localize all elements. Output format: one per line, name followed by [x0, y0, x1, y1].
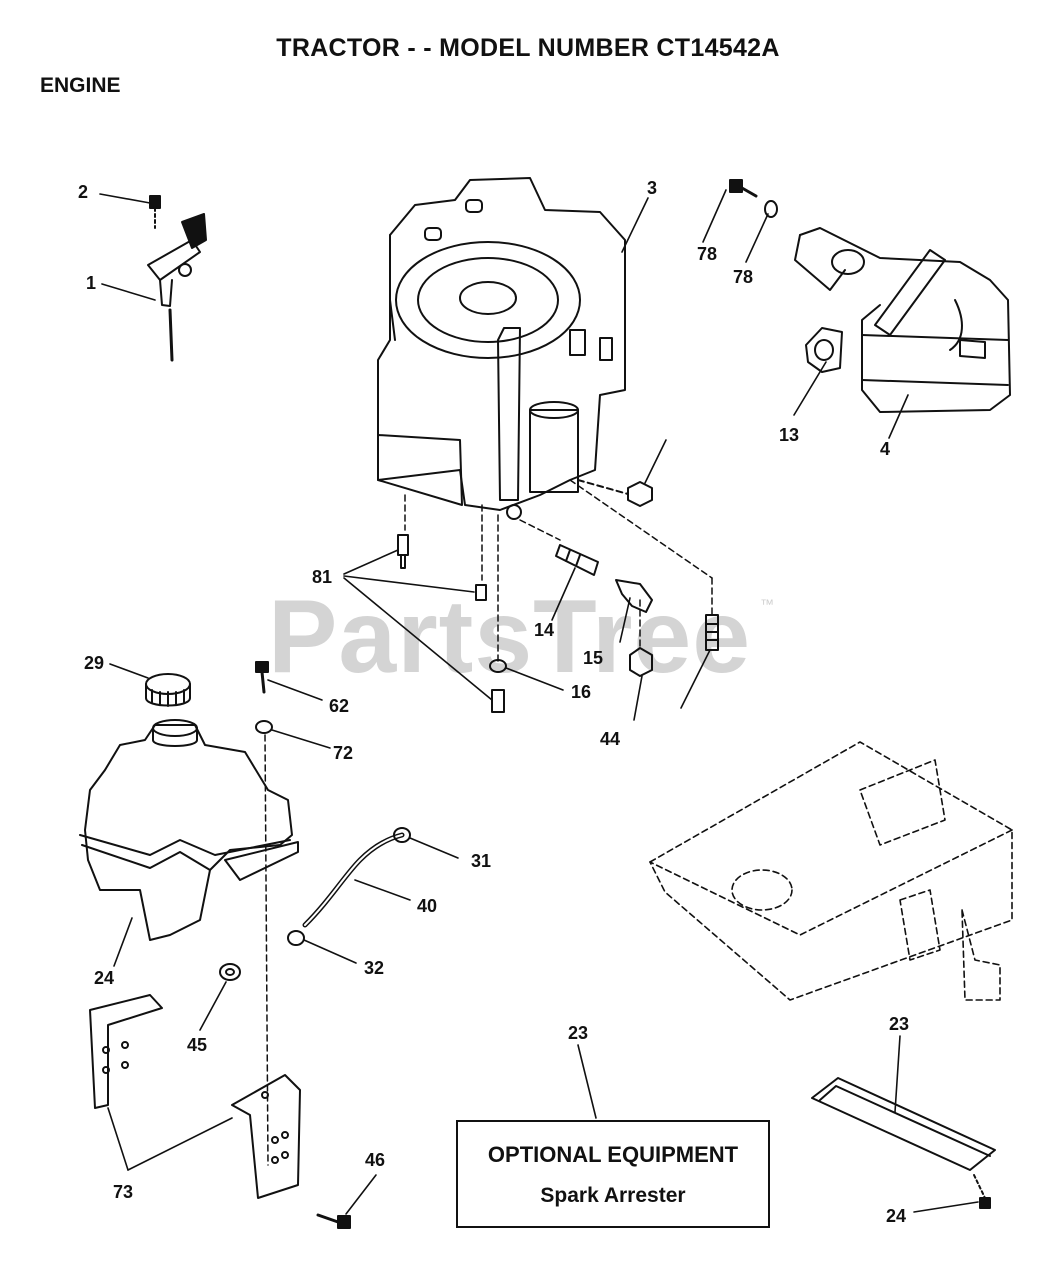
- bolt-78-part: [397, 534, 719, 713]
- chassis-frame: [649, 741, 1013, 1001]
- bolt-44-part: [316, 1213, 351, 1229]
- callout-16: 16: [570, 682, 592, 702]
- callout-38: 44: [599, 729, 621, 749]
- callout-33a: 31: [470, 851, 492, 871]
- callout-4: 4: [879, 439, 891, 459]
- screw-24-part: [973, 1174, 991, 1209]
- callout-3: 3: [646, 178, 658, 198]
- callout-45: 62: [328, 696, 350, 716]
- callout-2: 2: [77, 182, 89, 202]
- gasket-13-part: [805, 327, 843, 373]
- page-title: TRACTOR - - MODEL NUMBER CT14542A: [276, 34, 780, 62]
- callout-73: 73: [112, 1182, 134, 1202]
- callout-44: 46: [364, 1150, 386, 1170]
- elbow-15-part: [615, 579, 653, 613]
- callout-29: 23: [567, 1023, 589, 1043]
- muffler-part: [794, 227, 1011, 413]
- section-heading: ENGINE: [40, 74, 121, 97]
- callout-33b: 32: [363, 958, 385, 978]
- callout-46: 72: [332, 743, 354, 763]
- assembly-guide-lines: [264, 479, 713, 1166]
- optional-equipment-item: Spark Arrester: [540, 1184, 686, 1207]
- bracket-23-part: [811, 1077, 996, 1171]
- throttle-control-part: [147, 195, 207, 362]
- optional-equipment-title: OPTIONAL EQUIPMENT: [487, 1142, 739, 1167]
- grommet-40-part: [219, 963, 241, 981]
- screw-45-part: [255, 661, 269, 694]
- nut-38-part: [629, 647, 653, 677]
- fuel-tank-part: [79, 719, 299, 941]
- fuel-cap-part: [145, 673, 191, 707]
- nipple-14-part: [555, 544, 599, 576]
- callout-14: 14: [533, 620, 555, 640]
- optional-equipment-box: OPTIONAL EQUIPMENT Spark Arrester: [456, 1120, 770, 1228]
- callout-40: 45: [186, 1035, 208, 1055]
- callout-72: 78: [696, 244, 718, 264]
- washer-46-part: [255, 720, 273, 734]
- callout-31: 24: [93, 968, 115, 988]
- callout-23: 23: [888, 1014, 910, 1034]
- callout-37: 40: [416, 896, 438, 916]
- callout-1: 1: [85, 273, 97, 293]
- fuel-line-part: [302, 832, 405, 928]
- watermark-text: PartsTree: [268, 579, 752, 695]
- watermark-trademark: ™: [760, 596, 774, 612]
- leader-lines: [99, 189, 979, 1215]
- callout-13: 13: [778, 425, 800, 445]
- bolt-72-part: [729, 179, 758, 198]
- engine-part: [377, 177, 626, 520]
- callout-15: 15: [582, 648, 604, 668]
- callout-78a: 81: [311, 567, 333, 587]
- callout-32: 29: [83, 653, 105, 673]
- bracket-73-part: [89, 994, 301, 1199]
- gasket-62-part: [764, 200, 778, 218]
- callout-62: 78: [732, 267, 754, 287]
- callout-24: 24: [885, 1206, 907, 1226]
- hose-clamp-part: [287, 827, 411, 946]
- nut-81-part: [577, 479, 653, 507]
- washer-16-part: [489, 659, 507, 673]
